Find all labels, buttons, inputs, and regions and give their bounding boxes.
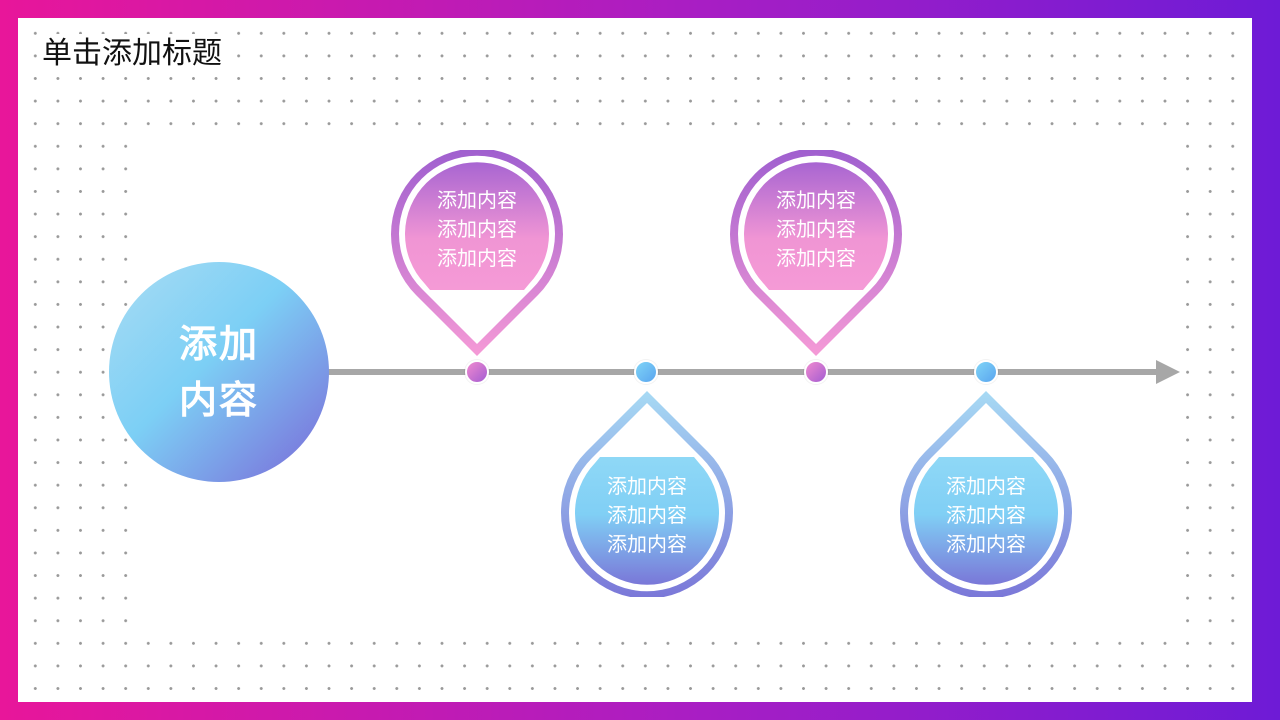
pin-4-label-line3: 添加内容 bbox=[946, 532, 1026, 556]
hub-label-line2: 内容 bbox=[178, 378, 259, 422]
pin-3-label-line1: 添加内容 bbox=[776, 188, 856, 212]
pin-4-label-line1: 添加内容 bbox=[946, 474, 1026, 498]
pin-shape-4 bbox=[900, 391, 1072, 597]
hub-label-line1: 添加 bbox=[178, 322, 259, 366]
hub-circle[interactable]: 添加 内容 bbox=[109, 262, 329, 482]
pin-1-label-line1: 添加内容 bbox=[437, 188, 517, 212]
pin-shape-2 bbox=[561, 391, 733, 597]
timeline-arrow-icon bbox=[1156, 360, 1180, 384]
pin-card-3[interactable]: 添加内容 添加内容 添加内容 bbox=[730, 150, 902, 360]
pin-3-label-line2: 添加内容 bbox=[776, 217, 856, 241]
timeline-node-1 bbox=[465, 360, 489, 384]
pin-card-2[interactable]: 添加内容 添加内容 添加内容 bbox=[561, 387, 733, 597]
pin-card-4[interactable]: 添加内容 添加内容 添加内容 bbox=[900, 387, 1072, 597]
timeline-axis bbox=[325, 369, 1160, 375]
pin-3-label-line3: 添加内容 bbox=[776, 246, 856, 270]
pin-2-label-line2: 添加内容 bbox=[607, 503, 687, 527]
timeline-node-2 bbox=[634, 360, 658, 384]
pin-card-1[interactable]: 添加内容 添加内容 添加内容 bbox=[391, 150, 563, 360]
slide-title[interactable]: 单击添加标题 bbox=[40, 34, 224, 74]
timeline-node-3 bbox=[804, 360, 828, 384]
pin-1-label-line3: 添加内容 bbox=[437, 246, 517, 270]
pin-shape-3 bbox=[730, 150, 902, 356]
pin-1-label-line2: 添加内容 bbox=[437, 217, 517, 241]
pin-2-label-line3: 添加内容 bbox=[607, 532, 687, 556]
pin-2-label-line1: 添加内容 bbox=[607, 474, 687, 498]
pin-4-label-line2: 添加内容 bbox=[946, 503, 1026, 527]
slide-canvas bbox=[18, 18, 1252, 702]
timeline-node-4 bbox=[974, 360, 998, 384]
pin-shape-1 bbox=[391, 150, 563, 356]
